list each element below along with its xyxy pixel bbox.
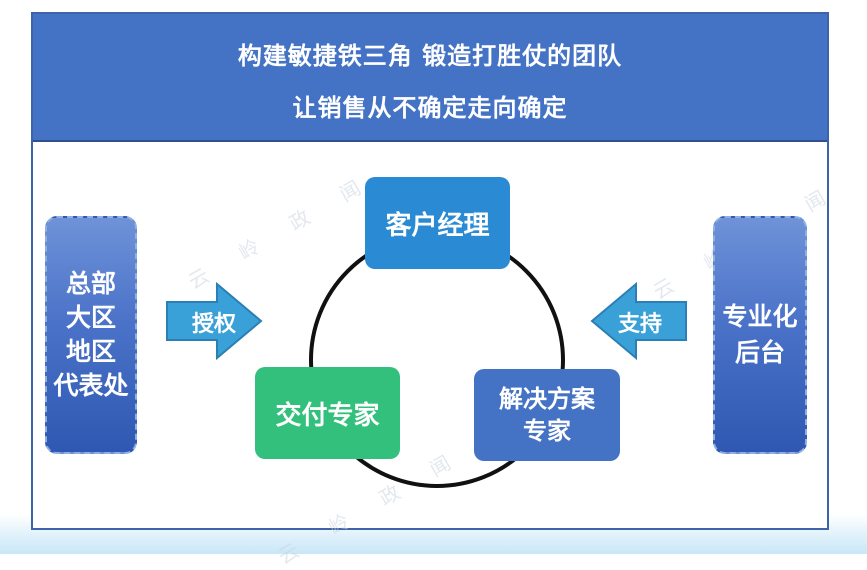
region-label: 大区: [65, 303, 116, 332]
title-banner: 构建敏捷铁三角 锻造打胜仗的团队 让销售从不确定走向确定: [33, 14, 827, 142]
solution-expert-label-line-1: 解决方案: [499, 385, 595, 413]
account-manager-label: 客户经理: [385, 210, 490, 241]
delivery-expert-node: 交付专家: [255, 367, 400, 459]
delivery-expert-label: 交付专家: [275, 400, 380, 431]
hq-region-office-box: 总部 大区 地区 代表处: [45, 216, 137, 454]
support-arrow-icon: [590, 282, 687, 360]
banner-title-line-1: 构建敏捷铁三角 锻造打胜仗的团队: [237, 42, 623, 70]
support-label: 支持: [617, 312, 662, 337]
professional-label: 专业化: [722, 302, 798, 331]
area-label: 地区: [65, 337, 116, 366]
solution-expert-label-line-2: 专家: [523, 417, 571, 445]
backend-label: 后台: [734, 338, 785, 367]
hq-label: 总部: [65, 269, 116, 298]
diagram-frame: 构建敏捷铁三角 锻造打胜仗的团队 让销售从不确定走向确定: [31, 12, 829, 530]
account-manager-node: 客户经理: [365, 177, 510, 269]
banner-title-line-2: 让销售从不确定走向确定: [292, 94, 568, 122]
rep-office-label: 代表处: [53, 371, 129, 400]
authorize-label: 授权: [191, 312, 236, 337]
solution-expert-node: 解决方案 专家: [474, 369, 620, 461]
professional-backend-box: 专业化 后台: [713, 216, 807, 454]
authorize-arrow-icon: [166, 282, 263, 360]
